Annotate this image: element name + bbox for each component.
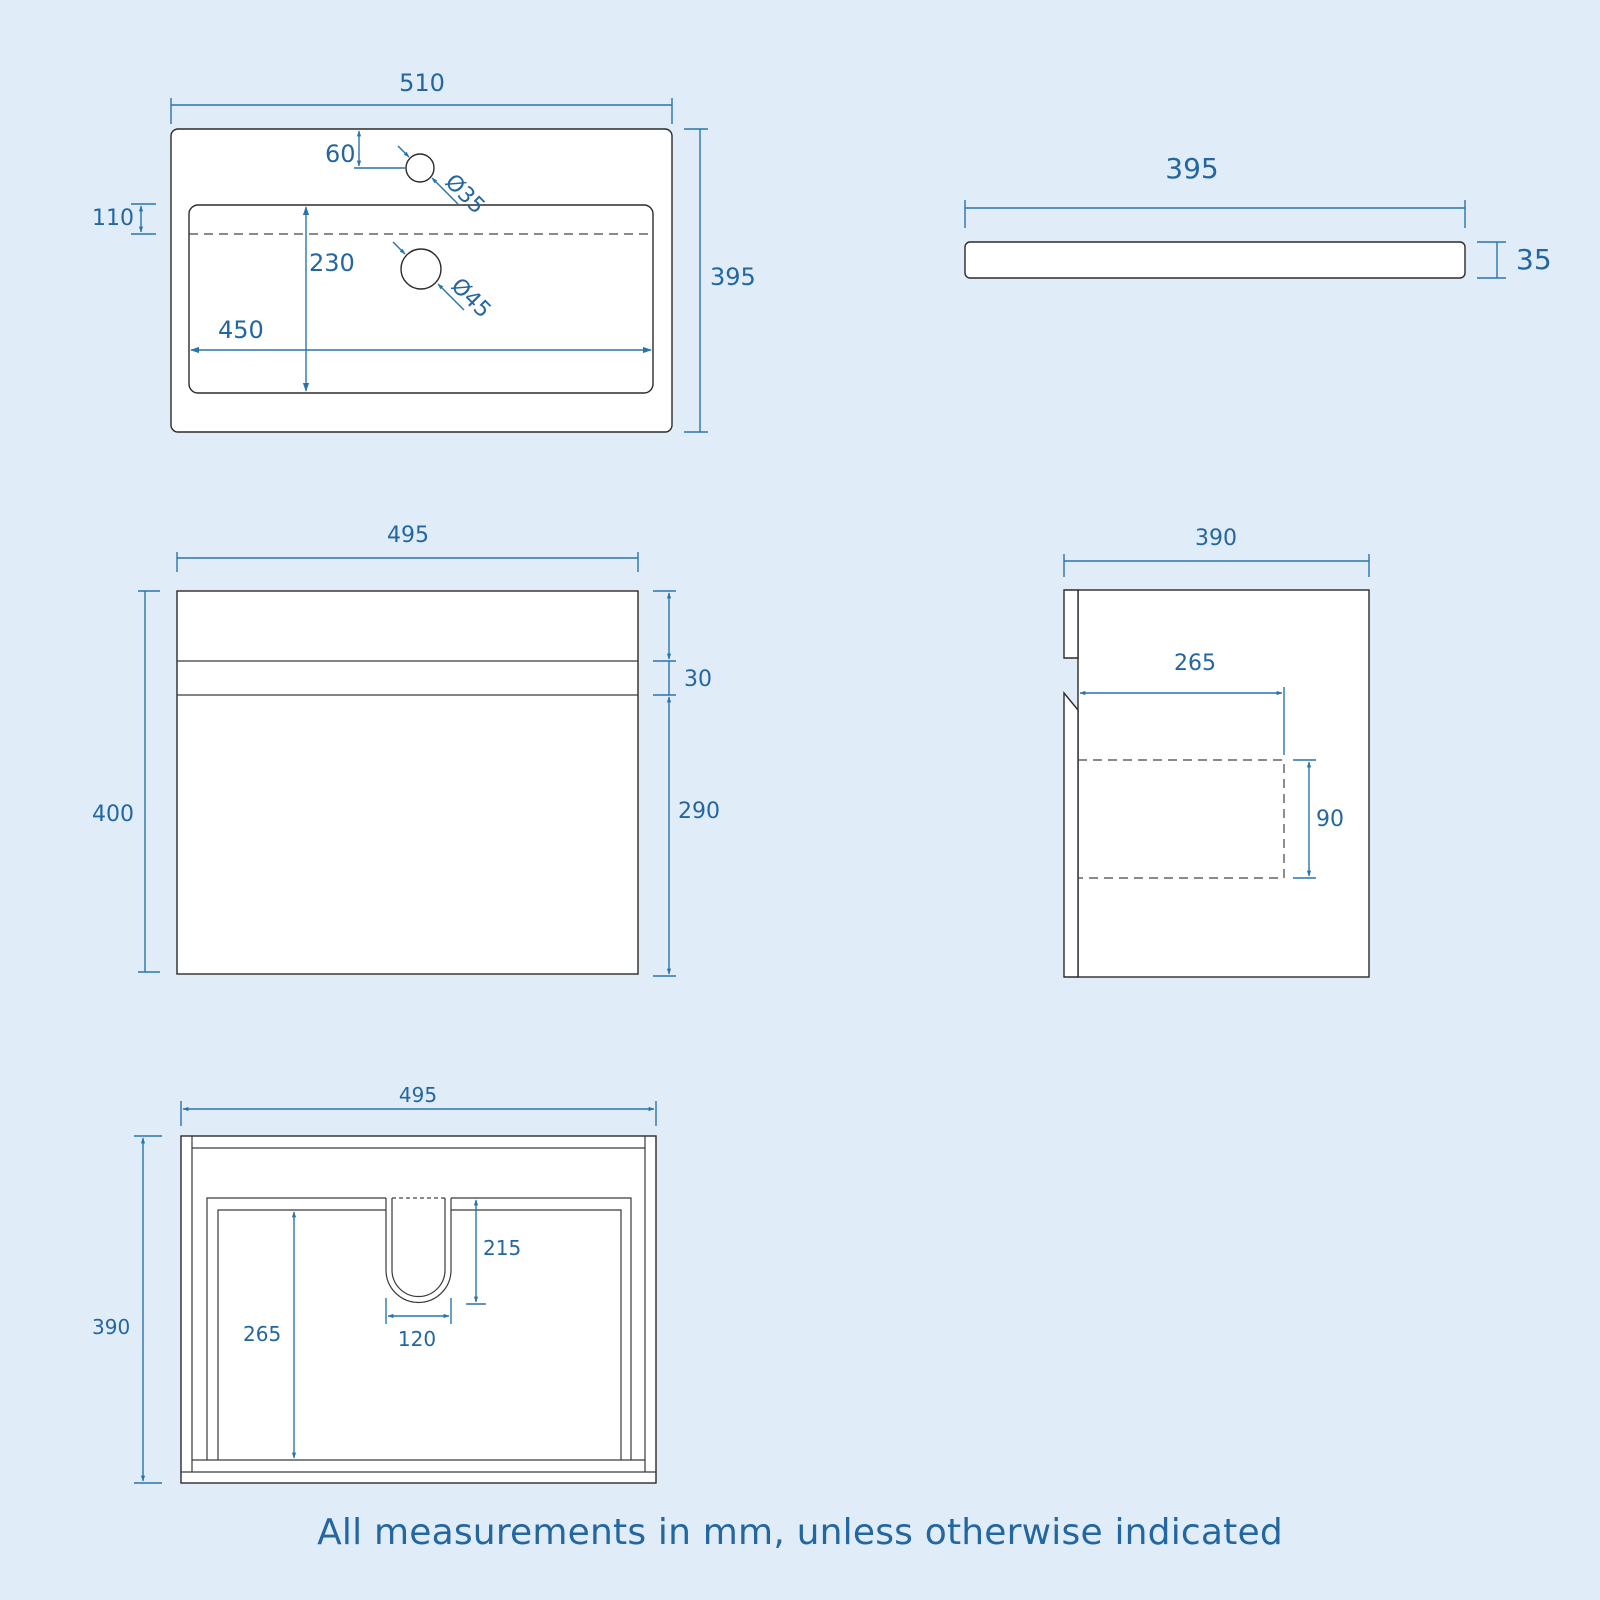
dim-label-90: 90 [1316, 807, 1344, 832]
basin-top-view: 510 395 60 Ø35 110 [92, 69, 756, 433]
top-rail-profile [1063, 589, 1079, 659]
dim-label-35: 35 [1516, 243, 1552, 276]
waste-cutout-outer [385, 1198, 452, 1304]
dim-tap-offset: 60 [325, 130, 406, 169]
dim-label-30: 30 [684, 667, 712, 692]
dim-label-265-rear: 265 [243, 1322, 281, 1346]
dim-inner-depth: 265 [1079, 651, 1285, 755]
basin-side-view: 395 35 [964, 152, 1552, 279]
dim-label-290: 290 [678, 799, 720, 824]
dim-label-390-rear: 390 [92, 1315, 130, 1339]
cabinet-rear-view: 495 390 265 215 120 [92, 1083, 657, 1484]
dim-label-395: 395 [710, 263, 756, 291]
dim-inner-height: 265 [243, 1211, 297, 1459]
cabinet-front-outline [176, 590, 639, 975]
dim-front-width: 495 [176, 523, 639, 572]
dim-label-450: 450 [218, 316, 264, 344]
dim-overall-depth: 395 [684, 128, 756, 433]
dim-side-depth: 390 [1063, 526, 1370, 577]
basin-bowl [188, 204, 654, 394]
tap-hole [405, 153, 435, 183]
dim-door-height: 290 [653, 696, 720, 977]
dim-bowl-width: 450 [190, 316, 652, 354]
dim-front-height: 400 [92, 590, 160, 973]
dim-label-400: 400 [92, 802, 134, 827]
dim-label-390-side: 390 [1195, 526, 1237, 551]
dim-bowl-depth: 230 [302, 206, 355, 392]
dim-label-110: 110 [92, 206, 134, 231]
waste-hole [400, 248, 442, 290]
inner-frame-inner [217, 1209, 622, 1460]
dim-label-495-rear: 495 [399, 1083, 437, 1107]
waste-cutout-inner [391, 1198, 446, 1298]
dim-cutout-height: 90 [1293, 759, 1344, 879]
cutout-hidden-line [1078, 759, 1285, 879]
dim-label-230: 230 [309, 249, 355, 277]
dim-rear-width: 495 [180, 1083, 657, 1126]
cabinet-front-view: 495 400 30 290 [92, 523, 720, 977]
dim-side-width: 395 [964, 152, 1466, 228]
dim-label-395-side: 395 [1165, 152, 1218, 185]
dim-label-120: 120 [398, 1327, 436, 1351]
dim-label-495-front: 495 [387, 523, 429, 548]
dim-cutout-width: 120 [385, 1298, 452, 1351]
dim-overall-width: 510 [170, 69, 673, 124]
door-profile [1063, 691, 1079, 978]
cabinet-side-view: 390 265 90 [1063, 526, 1370, 978]
dim-thickness: 35 [1477, 241, 1552, 279]
dim-waste-offset: 110 [92, 203, 156, 235]
dim-cutout-depth: 215 [466, 1199, 521, 1305]
cabinet-side-outline [1077, 589, 1370, 978]
dim-label-265-side: 265 [1174, 651, 1216, 676]
basin-side-outline [964, 241, 1466, 279]
dim-label-215: 215 [483, 1236, 521, 1260]
dim-label-60: 60 [325, 140, 356, 168]
cabinet-rear-outline [180, 1135, 657, 1484]
inner-frame-outer [206, 1197, 632, 1460]
dim-top-panel: 30 [653, 590, 712, 696]
measurement-footnote: All measurements in mm, unless otherwise… [317, 1512, 1283, 1553]
dim-rear-height: 390 [92, 1135, 162, 1484]
dim-label-510: 510 [399, 69, 445, 97]
